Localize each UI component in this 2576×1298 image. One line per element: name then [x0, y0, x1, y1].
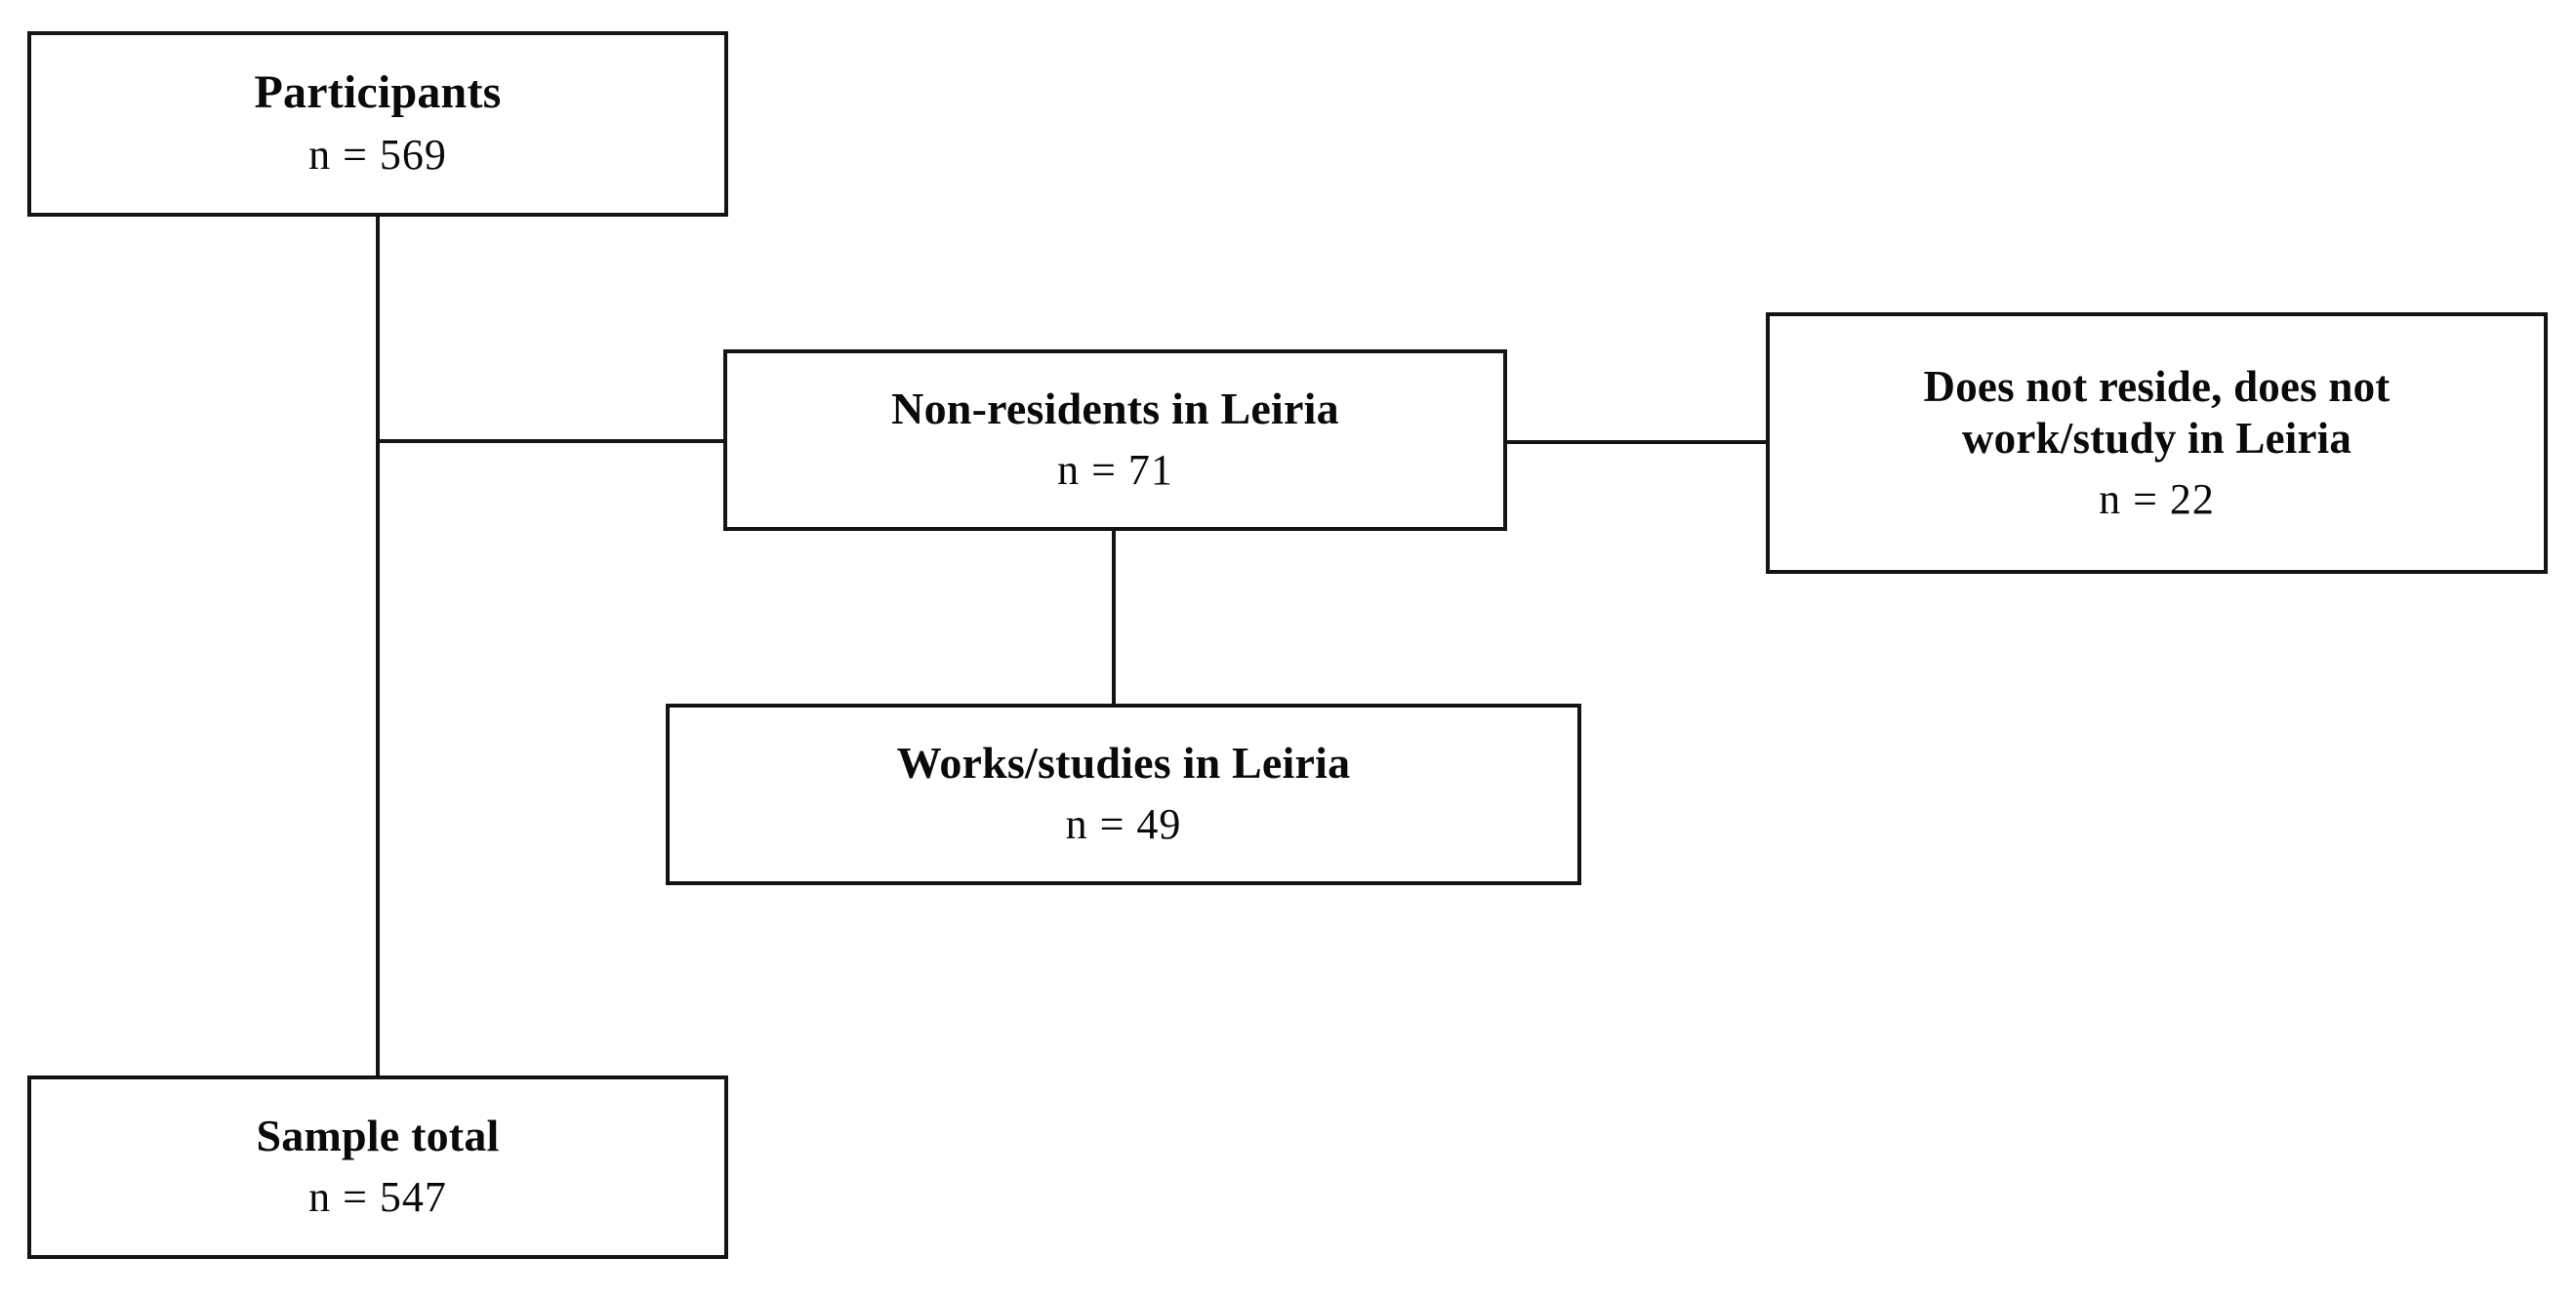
connector-non-residents-to-works-studies	[1112, 529, 1116, 706]
connector-trunk-to-non-residents	[376, 439, 727, 443]
node-sample-total-title: Sample total	[256, 1111, 500, 1161]
node-participants: Participants n = 569	[27, 31, 728, 217]
node-non-residents-title: Non-residents in Leiria	[891, 384, 1339, 434]
connector-participants-to-sample-total	[376, 215, 380, 1077]
node-participants-count: n = 569	[308, 130, 447, 179]
node-excluded-title: Does not reside, does not work/study in …	[1923, 361, 2391, 463]
node-excluded-count: n = 22	[2099, 474, 2215, 523]
node-sample-total: Sample total n = 547	[27, 1075, 728, 1259]
node-works-studies-count: n = 49	[1065, 799, 1182, 848]
node-non-residents-count: n = 71	[1057, 445, 1173, 494]
node-non-residents: Non-residents in Leiria n = 71	[723, 349, 1507, 531]
node-excluded: Does not reside, does not work/study in …	[1766, 312, 2548, 574]
node-works-studies-title: Works/studies in Leiria	[896, 738, 1351, 789]
connector-non-residents-to-excluded	[1505, 440, 1768, 444]
node-participants-title: Participants	[254, 66, 502, 119]
node-sample-total-count: n = 547	[308, 1172, 447, 1221]
node-works-studies: Works/studies in Leiria n = 49	[666, 704, 1581, 885]
